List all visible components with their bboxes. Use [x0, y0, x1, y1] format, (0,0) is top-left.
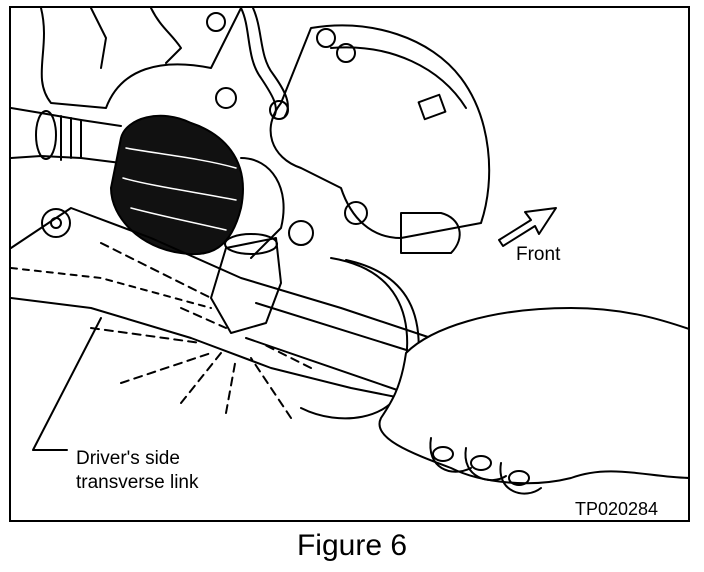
figure-caption: Figure 6	[296, 529, 408, 562]
transverse-link-label-line-2: transverse link	[76, 472, 199, 493]
figure-code: TP020284	[575, 499, 659, 519]
leader-line	[32, 317, 102, 451]
transverse-link-label-line-1: Driver's side	[76, 448, 180, 469]
figure-frame: Front Driver's side transverse link TP02…	[9, 6, 690, 522]
hand	[378, 307, 688, 485]
front-arrow	[498, 207, 557, 247]
cv-boot	[110, 114, 244, 256]
bolt-head	[206, 12, 226, 32]
brake-caliper	[269, 24, 491, 239]
ball-joint-tool	[210, 237, 282, 334]
front-label: Front	[516, 244, 561, 265]
brake-assembly-illustration	[11, 8, 688, 495]
